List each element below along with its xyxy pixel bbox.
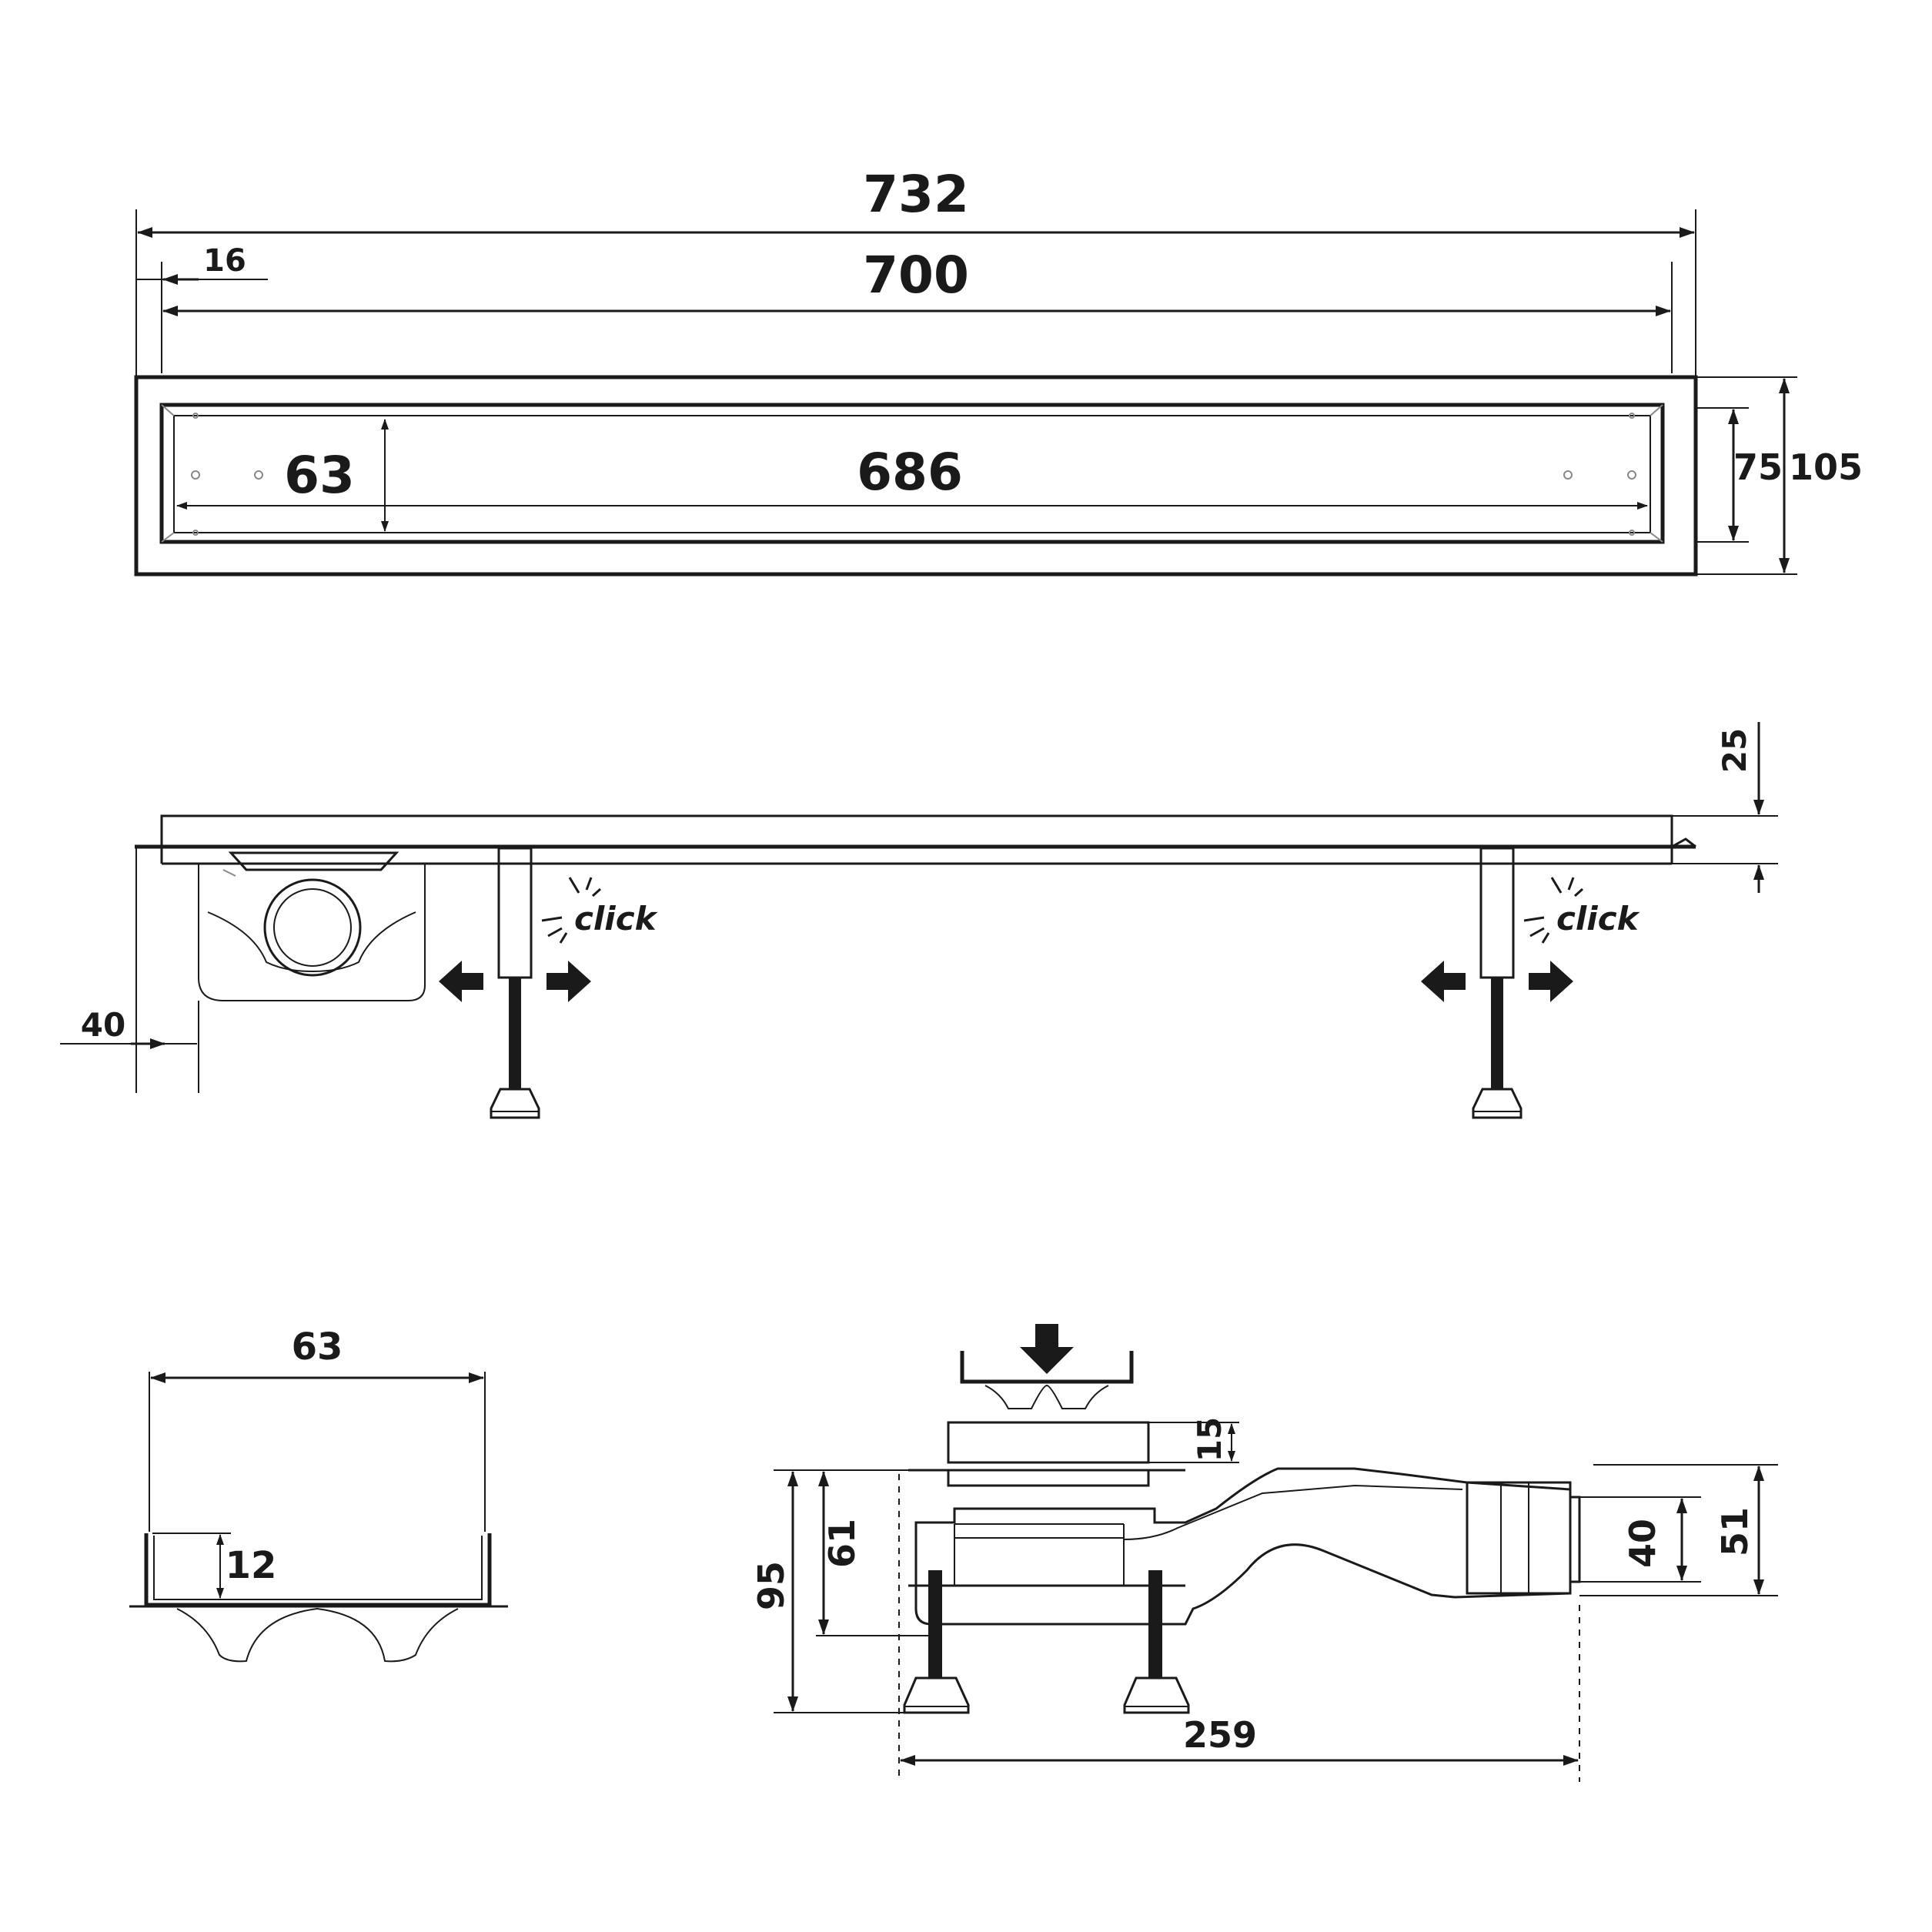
- outlet-view: 15 95 61: [750, 1324, 1778, 1782]
- click-label-left: click: [574, 900, 659, 938]
- adjustable-foot-right: [1123, 1570, 1190, 1714]
- grate-frame: [159, 403, 1665, 544]
- dim-inner-width: 75: [1733, 446, 1783, 488]
- dim-body-length: 700: [863, 246, 969, 305]
- arrow-right-icon: [1529, 961, 1573, 1002]
- dim-flange-height: 25: [1716, 728, 1753, 773]
- grate-support: [176, 1607, 459, 1663]
- outlet-pipe-end: [1466, 1481, 1572, 1595]
- dim-section-height: 12: [226, 1544, 277, 1587]
- screw-hole: [1627, 470, 1636, 480]
- drain-body: [914, 1467, 1572, 1626]
- adjustable-foot-left: [490, 847, 540, 1119]
- dim-frame-height: 15: [1191, 1417, 1228, 1462]
- dim-outlet-outer: 51: [1714, 1507, 1756, 1556]
- outlet-box: [198, 863, 426, 1001]
- arrow-right-icon: [547, 961, 591, 1002]
- click-label-right: click: [1556, 900, 1641, 938]
- drain-outer-frame: [134, 375, 1698, 577]
- top-view: 732 16 700 63 686: [134, 165, 1863, 577]
- dim-outlet-offset: 40: [81, 1006, 125, 1044]
- dim-outlet-diameter: 40: [1622, 1519, 1663, 1568]
- channel-body: [160, 814, 1673, 848]
- dim-grate-width: 63: [284, 446, 355, 505]
- screw-hole: [191, 470, 200, 480]
- dim-section-width: 63: [292, 1325, 343, 1369]
- adjustable-foot-right: [1472, 847, 1523, 1119]
- dim-end-offset: 16: [203, 243, 246, 279]
- cross-section-view: 63 12: [129, 1325, 508, 1663]
- dim-grate-length: 686: [857, 443, 963, 502]
- grate-inner: [173, 415, 1651, 533]
- adjustable-foot-left: [903, 1570, 970, 1714]
- outlet-neck: [228, 851, 399, 871]
- screw-hole: [1563, 470, 1573, 480]
- screw-hole: [254, 470, 263, 480]
- click-burst-icon: [541, 877, 602, 944]
- arrow-left-icon: [439, 961, 483, 1002]
- click-burst-icon: [1523, 877, 1584, 944]
- grate-top: [960, 1351, 1134, 1384]
- arrow-down-icon: [1020, 1324, 1074, 1374]
- side-view: 25 40: [60, 722, 1778, 1119]
- dim-depth-inner: 61: [821, 1519, 863, 1568]
- dim-depth-total: 95: [750, 1561, 792, 1610]
- dim-overall-width: 105: [1789, 446, 1863, 488]
- arrow-left-icon: [1421, 961, 1466, 1002]
- frame-body: [947, 1421, 1150, 1464]
- outlet-pipe: [263, 878, 362, 977]
- dim-overall-length: 732: [863, 165, 969, 224]
- grate-channel: [144, 1533, 492, 1607]
- dim-total-length: 259: [1183, 1714, 1257, 1756]
